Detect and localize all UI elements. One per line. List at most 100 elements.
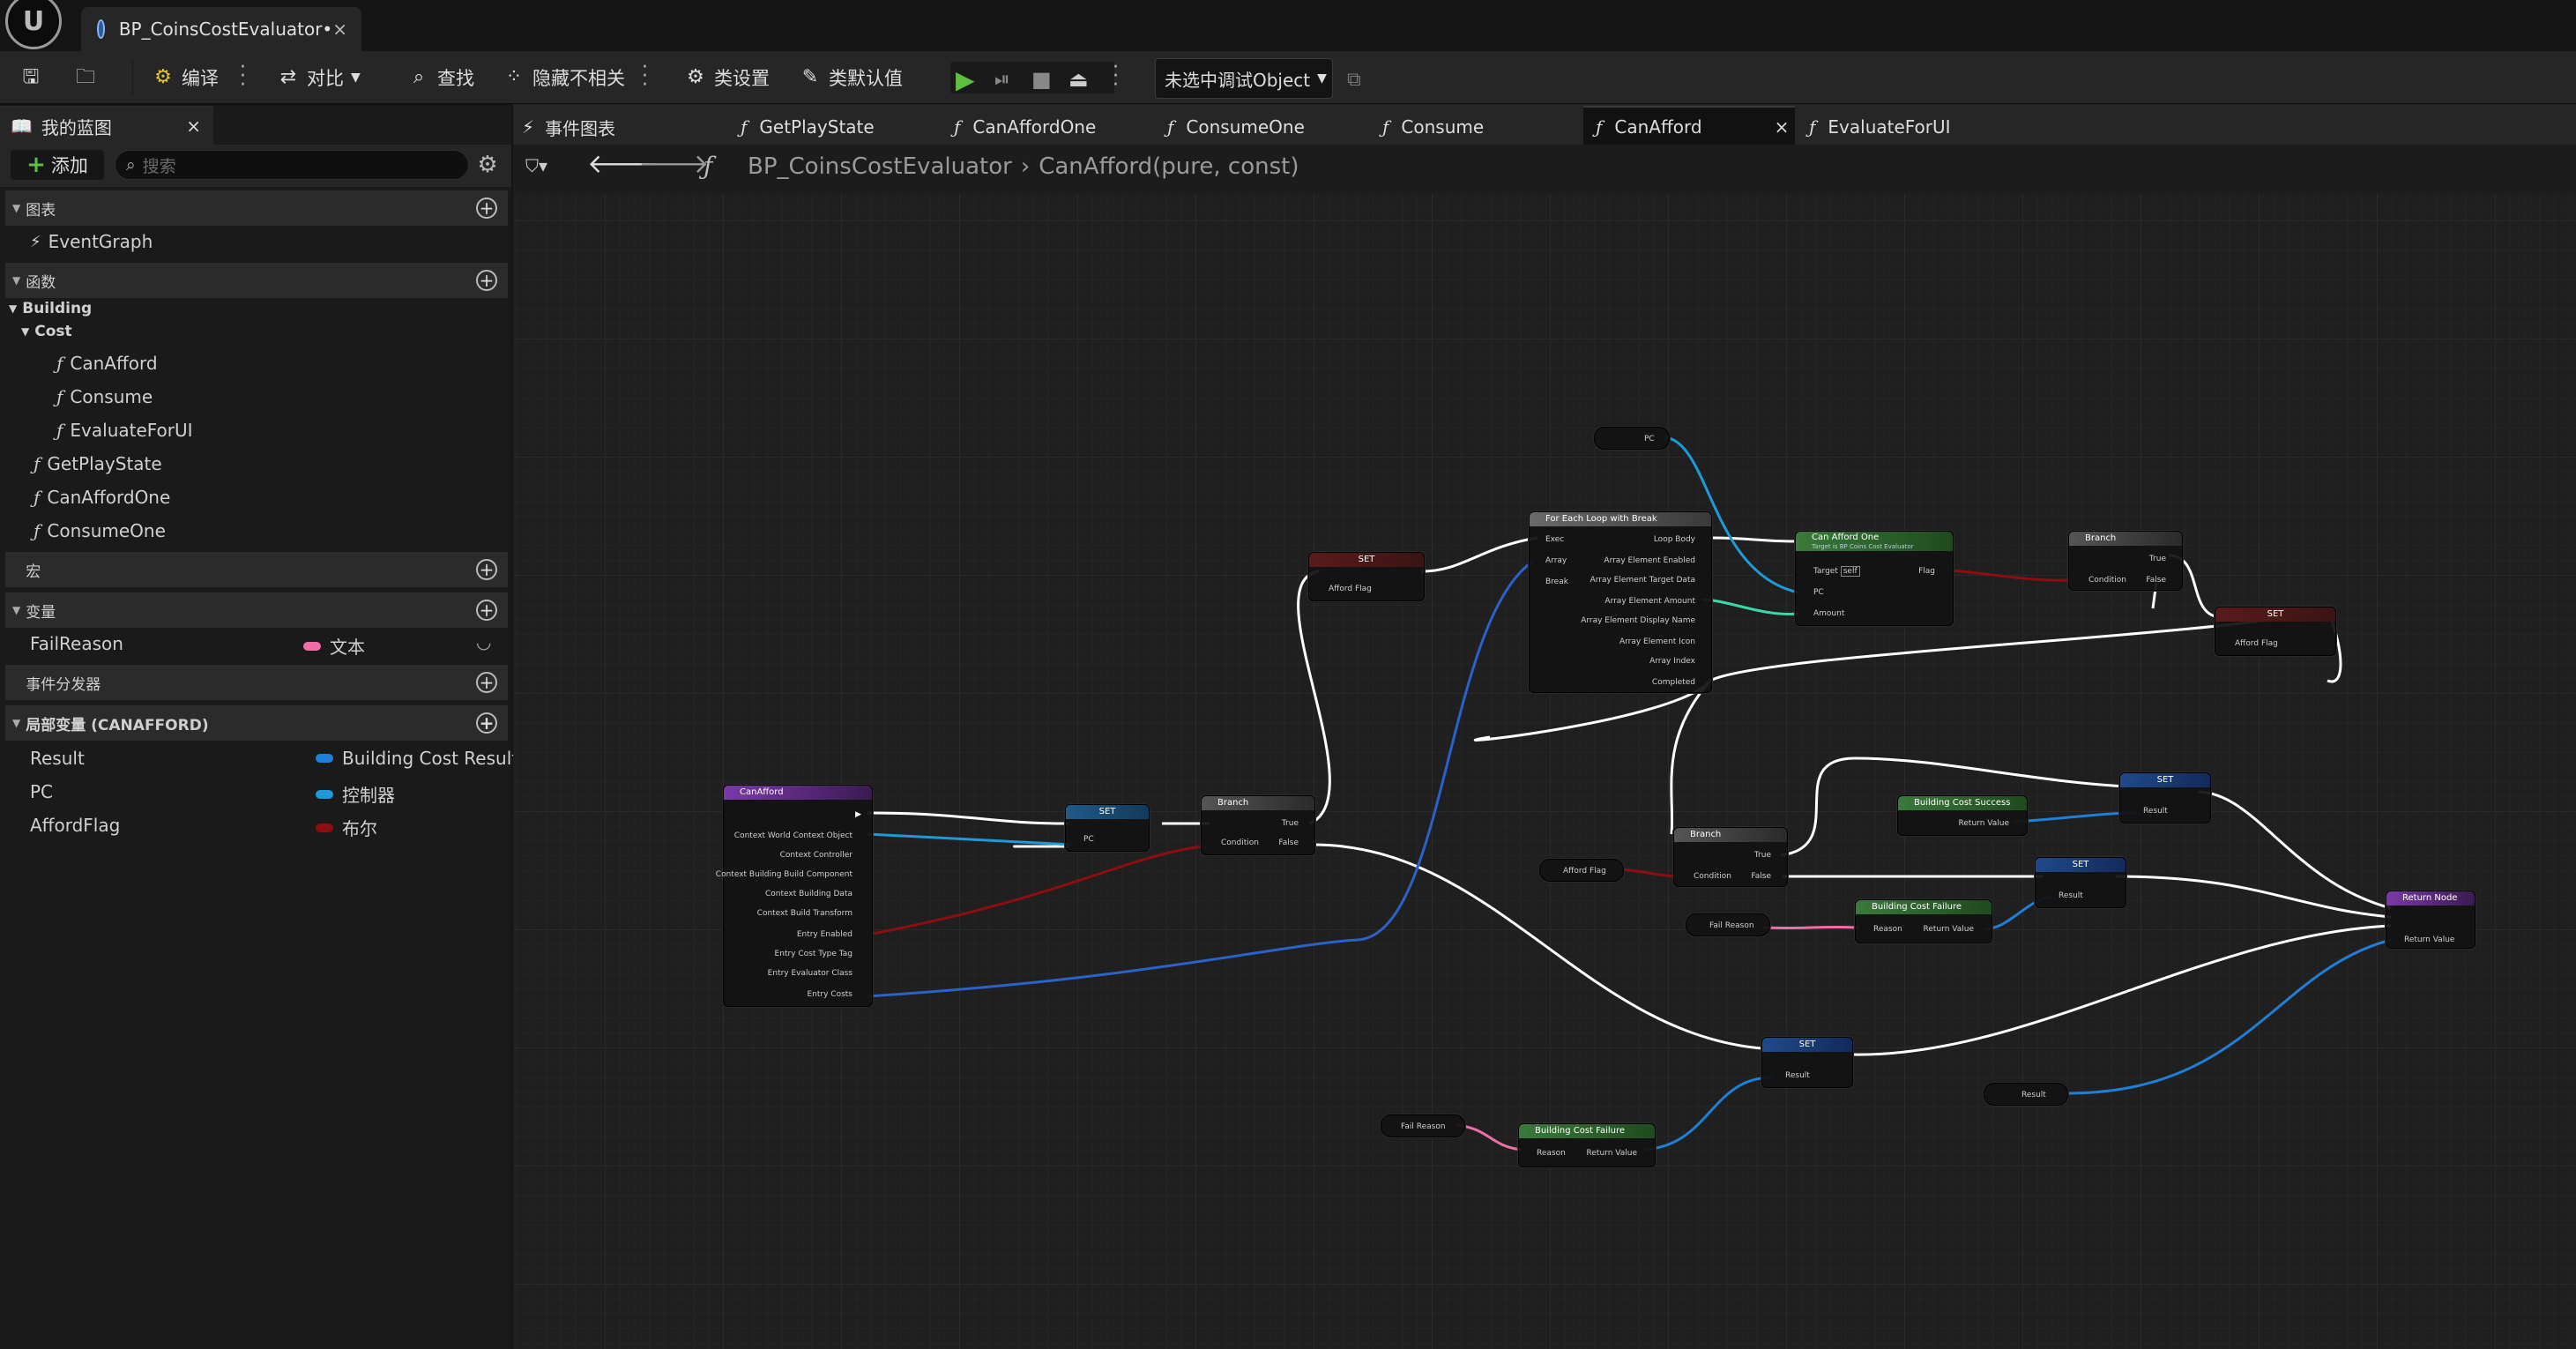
close-tab-icon[interactable]: ×: [1774, 116, 1790, 138]
set-result-failure-node-1[interactable]: SET Result: [2035, 857, 2126, 908]
graph-item-eventgraph[interactable]: ⚡EventGraph: [30, 231, 153, 252]
result-getter-node[interactable]: Result: [1984, 1083, 2068, 1106]
local-type[interactable]: 控制器: [316, 781, 395, 807]
add-button[interactable]: +添加: [11, 150, 104, 180]
browse-button[interactable]: 🗀: [74, 62, 104, 93]
eye-icon[interactable]: ◡: [476, 631, 492, 652]
building-cost-failure-node-1[interactable]: Building Cost Failure Reason Return Valu…: [1855, 899, 1992, 943]
set-result-failure-node-2[interactable]: SET Result: [1761, 1037, 1853, 1088]
add-function-icon[interactable]: +: [476, 270, 497, 291]
set-affordflag-node-2[interactable]: SET Afford Flag: [2215, 607, 2336, 656]
local-type[interactable]: 布尔: [316, 815, 377, 840]
section-variables[interactable]: ▼变量+: [5, 593, 508, 628]
target-label: Target: [1813, 567, 1838, 576]
category-building[interactable]: ▼Building: [9, 300, 92, 317]
play-icon[interactable]: ▶: [956, 64, 975, 94]
diff-icon: ⇄: [279, 66, 297, 88]
debug-filter-icon[interactable]: ⧉: [1347, 68, 1361, 91]
debug-object-select[interactable]: 未选中调试Object▼: [1155, 58, 1333, 99]
diff-button[interactable]: ⇄对比▼: [277, 62, 361, 93]
graph-canvas[interactable]: [513, 194, 2576, 1349]
chevron-down-icon: ▼: [351, 71, 361, 85]
section-functions[interactable]: ▼函数+: [5, 263, 508, 298]
add-dispatcher-icon[interactable]: +: [476, 672, 497, 693]
close-panel-icon[interactable]: ×: [186, 116, 201, 137]
branch-node-3[interactable]: Branch True False Condition: [1673, 827, 1788, 887]
local-item-result[interactable]: Result: [30, 748, 85, 769]
gear-icon[interactable]: ⚙: [477, 152, 498, 178]
stop-icon[interactable]: ■: [1031, 67, 1052, 92]
section-macros[interactable]: ▼宏+: [5, 552, 508, 587]
forward-arrow-icon[interactable]: 🡒: [638, 149, 710, 180]
exec-pin-icon[interactable]: ▶: [855, 810, 861, 819]
variable-item-failreason[interactable]: FailReason: [30, 633, 123, 654]
hide-unrelated-button[interactable]: ⁘隐藏不相关: [503, 62, 625, 93]
resume-icon[interactable]: ⏯: [994, 68, 1010, 91]
my-blueprint-tab[interactable]: 📖 我的蓝图 ×: [0, 106, 213, 145]
local-type[interactable]: Building Cost Result: [316, 748, 518, 769]
branch-node-1[interactable]: Branch True False Condition: [1201, 795, 1315, 855]
add-macro-icon[interactable]: +: [476, 559, 497, 580]
add-variable-icon[interactable]: +: [476, 600, 497, 621]
add-local-icon[interactable]: +: [476, 712, 497, 734]
class-defaults-button[interactable]: ✎类默认值: [799, 62, 903, 93]
pin-label: Completed: [1651, 678, 1695, 687]
unreal-logo-icon[interactable]: U: [5, 0, 62, 49]
hide-options-icon[interactable]: ···: [642, 56, 648, 96]
pin-label: False: [1278, 838, 1299, 847]
save-button[interactable]: 🖫: [19, 62, 49, 93]
failreason-getter-node-2[interactable]: Fail Reason: [1381, 1114, 1465, 1137]
class-settings-button[interactable]: ⚙类设置: [684, 62, 770, 93]
category-cost[interactable]: ▼Cost: [21, 323, 72, 340]
pc-getter-node[interactable]: PC: [1594, 427, 1670, 450]
return-node[interactable]: Return Node Return Value: [2386, 891, 2475, 949]
document-tab[interactable]: BP_CoinsCostEvaluator• ×: [81, 7, 361, 51]
find-button[interactable]: ⌕查找: [407, 62, 474, 93]
set-result-success-node[interactable]: SET Result: [2119, 772, 2211, 824]
breadcrumb-function[interactable]: CanAfford(pure, const): [1039, 153, 1299, 180]
foreach-loop-node[interactable]: For Each Loop with Break Exec Array Brea…: [1529, 511, 1712, 693]
bookmark-icon[interactable]: ⛉▾: [525, 155, 548, 176]
tab-event-graph[interactable]: ⚡事件图表: [522, 109, 615, 145]
variable-type[interactable]: 文本: [303, 633, 365, 659]
set-affordflag-node-1[interactable]: SET Afford Flag: [1308, 552, 1425, 601]
node-header: Building Cost Failure: [1856, 900, 1992, 914]
failreason-getter-node-1[interactable]: Fail Reason: [1686, 913, 1770, 936]
section-dispatchers[interactable]: ▼事件分发器+: [5, 665, 508, 700]
building-cost-failure-node-2[interactable]: Building Cost Failure Reason Return Valu…: [1518, 1123, 1656, 1167]
search-input[interactable]: ⌕搜索: [115, 150, 469, 180]
compile-button[interactable]: ⚙编译: [152, 62, 219, 93]
section-graphs[interactable]: ▼图表+: [5, 190, 508, 226]
eject-icon[interactable]: ⏏: [1068, 67, 1089, 92]
breadcrumb-blueprint[interactable]: BP_CoinsCostEvaluator: [748, 153, 1012, 180]
close-tab-icon[interactable]: ×: [332, 19, 347, 40]
set-pc-node[interactable]: SET PC: [1065, 804, 1150, 852]
add-graph-icon[interactable]: +: [476, 198, 497, 219]
building-cost-success-node[interactable]: Building Cost Success Return Value: [1897, 795, 2028, 836]
play-options-icon[interactable]: ···: [1113, 56, 1119, 96]
graph-label: EventGraph: [48, 231, 153, 252]
back-arrow-icon[interactable]: 🡐: [587, 149, 659, 180]
local-item-affordflag[interactable]: AffordFlag: [30, 815, 120, 836]
compile-options-icon[interactable]: ···: [240, 56, 246, 96]
branch-node-2[interactable]: Branch True False Condition: [2068, 531, 2183, 591]
pin-label: Result: [2021, 1091, 2046, 1099]
local-item-pc[interactable]: PC: [30, 781, 53, 802]
section-locals[interactable]: ▼局部变量 (CANAFFORD)+: [5, 705, 508, 741]
function-icon: ƒ: [1809, 116, 1816, 138]
canafford-entry-node[interactable]: CanAfford ▶ Context World Context Object…: [716, 785, 873, 1007]
affordflag-getter-node[interactable]: Afford Flag: [1539, 859, 1624, 882]
